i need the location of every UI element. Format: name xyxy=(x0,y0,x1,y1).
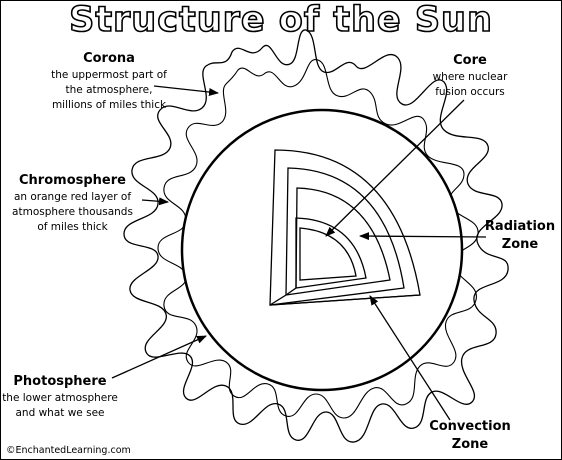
chromosphere-desc-line2: atmosphere thousands xyxy=(12,206,133,218)
photosphere-circle xyxy=(180,108,464,392)
core-name: Core xyxy=(453,53,487,68)
corona-name: Corona xyxy=(83,51,135,66)
convection-arrow xyxy=(369,295,451,421)
radiation-zone-label: Radiation Zone xyxy=(480,218,560,254)
corona-label: Corona the uppermost part of the atmosph… xyxy=(30,50,188,113)
chromosphere-desc-line1: an orange red layer of xyxy=(13,191,132,203)
photosphere-label: Photosphere the lower atmosphere and wha… xyxy=(0,373,120,421)
corona-arrow xyxy=(153,85,219,96)
page-title: Structure of the Sun xyxy=(68,0,493,41)
chromosphere-arrow xyxy=(141,197,169,206)
corona-desc-line2: the atmosphere, xyxy=(65,84,153,96)
core-desc-line2: fusion occurs xyxy=(435,86,505,98)
photosphere-desc-line2: and what we see xyxy=(15,407,105,419)
core-desc-line1: where nuclear xyxy=(432,71,508,83)
chromosphere-name: Chromosphere xyxy=(19,173,126,188)
core-label: Core where nuclear fusion occurs xyxy=(420,52,520,100)
convection-zone-name-line1: Convection xyxy=(429,419,511,434)
corona-outline xyxy=(123,29,509,443)
copyright-text: ©EnchantedLearning.com xyxy=(6,445,131,456)
convection-zone-label: Convection Zone xyxy=(420,418,520,454)
photosphere-arrow xyxy=(111,335,207,379)
corona-desc-line3: millions of miles thick xyxy=(51,99,167,111)
corona-desc-line1: the uppermost part of xyxy=(51,69,167,81)
pointer-arrows xyxy=(111,85,487,421)
radiation-arrow xyxy=(359,232,487,241)
chromosphere-desc-line3: of miles thick xyxy=(37,221,108,233)
photosphere-desc-line1: the lower atmosphere xyxy=(2,392,118,404)
radiation-zone-name-line1: Radiation xyxy=(484,219,556,234)
radiation-zone-name-line2: Zone xyxy=(501,237,539,252)
photosphere-name: Photosphere xyxy=(13,374,107,389)
chromosphere-label: Chromosphere an orange red layer of atmo… xyxy=(0,172,145,235)
core-arrow xyxy=(325,99,465,237)
convection-zone-name-line2: Zone xyxy=(451,437,489,452)
